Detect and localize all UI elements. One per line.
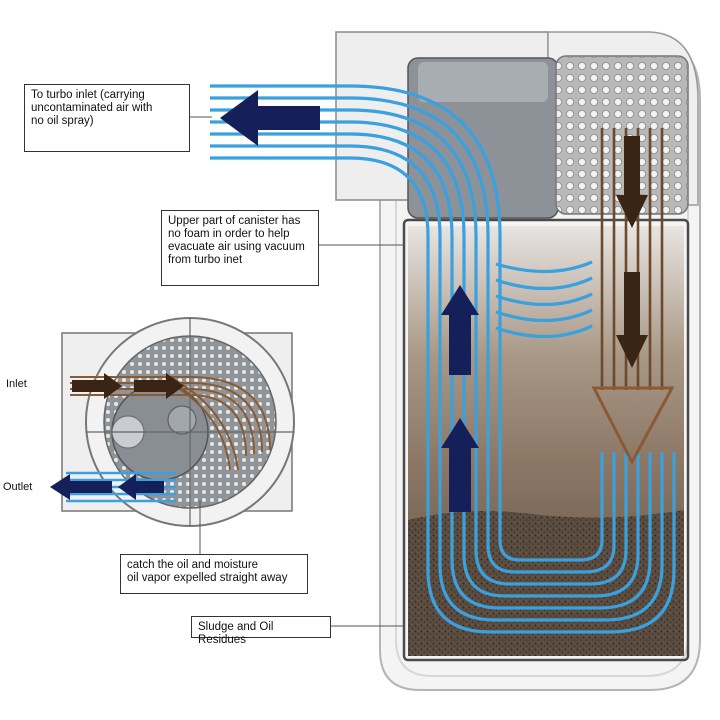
inlet-label: Inlet — [6, 378, 27, 390]
catch-oil-callout: catch the oil and moisture oil vapor exp… — [120, 554, 308, 594]
up-arrow-lower — [441, 418, 479, 512]
inset-inlet-arrow-2 — [134, 373, 184, 399]
flow-arrows — [220, 90, 648, 512]
inset-inlet-arrow-1 — [72, 373, 122, 399]
outlet-arrow — [220, 90, 320, 146]
canister — [335, 31, 701, 691]
top-view-inset — [50, 317, 295, 527]
inset-outlet-arrow-2 — [118, 474, 164, 500]
turbo-inlet-callout: To turbo inlet (carrying uncontaminated … — [24, 84, 190, 152]
lower-chamber-frame — [402, 218, 690, 662]
down-arrow-upper — [616, 136, 648, 228]
up-arrow-upper — [441, 285, 479, 375]
down-arrow-lower — [616, 272, 648, 368]
perforated-filter — [555, 55, 689, 215]
baffle-housing-top — [418, 62, 548, 102]
upper-canister-callout: Upper part of canister has no foam in or… — [161, 210, 319, 286]
sludge-callout: Sludge and Oil Residues — [191, 616, 331, 646]
inset-outlet-arrow-1 — [50, 474, 112, 500]
clean-air-flow — [210, 84, 676, 634]
leader-lines — [190, 116, 404, 627]
outlet-label: Outlet — [3, 481, 33, 493]
down-flow-hollow-arrow — [591, 386, 675, 466]
